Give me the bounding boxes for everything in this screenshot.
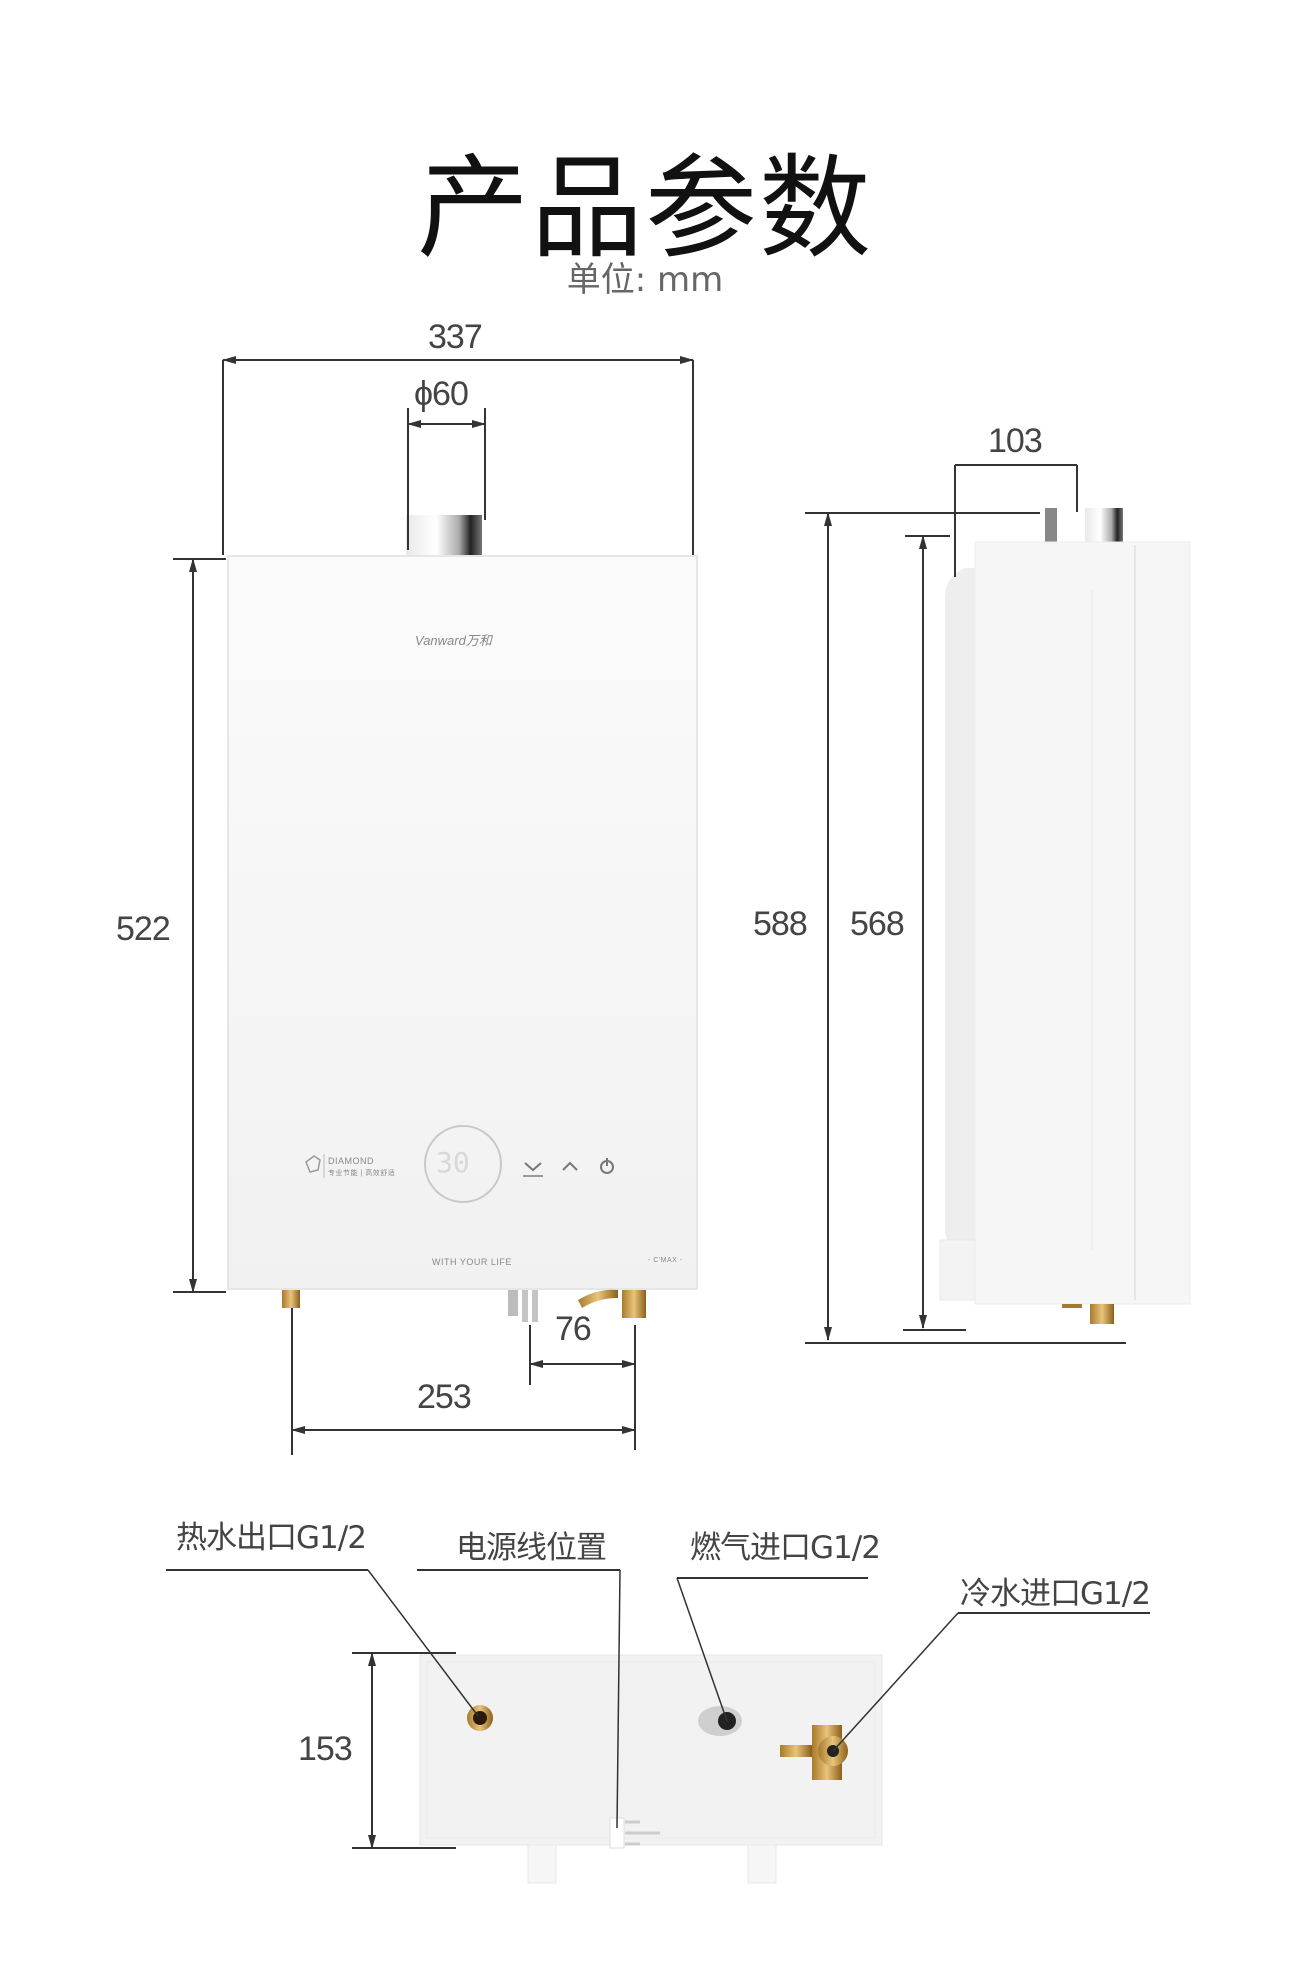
temperature-display: 30 <box>436 1146 470 1179</box>
dim-flue-diameter: ϕ60 <box>414 375 469 413</box>
dim-pipe-span: 253 <box>417 1378 472 1416</box>
slogan: WITH YOUR LIFE <box>432 1257 512 1267</box>
label-cold-inlet: 冷水进口G1/2 <box>960 1576 1151 1612</box>
dim-bottom-depth: 153 <box>298 1730 353 1768</box>
dim-body-height: 568 <box>850 905 905 943</box>
dim-gas-to-cold: 76 <box>555 1310 592 1348</box>
up-button <box>558 1152 582 1176</box>
down-button <box>518 1152 548 1182</box>
label-hot-outlet: 热水出口G1/2 <box>176 1520 367 1556</box>
bottom-view <box>166 1569 1150 1884</box>
dim-height: 522 <box>116 910 171 948</box>
front-view <box>173 356 698 1455</box>
side-view <box>805 464 1191 1344</box>
page-title: 产品参数 <box>417 144 873 274</box>
unit-label: 单位: mm <box>566 260 724 300</box>
brand-logo: Vanward万和 <box>415 633 492 648</box>
series-subtitle: 专业节能 | 高效舒适 <box>328 1170 396 1177</box>
power-button <box>596 1152 620 1176</box>
dim-width: 337 <box>428 318 483 356</box>
series-logo: DIAMOND <box>328 1156 374 1166</box>
label-power-cord: 电源线位置 <box>456 1530 607 1566</box>
label-gas-inlet: 燃气进口G1/2 <box>690 1530 881 1566</box>
model-tag: - C'MAX - <box>648 1257 683 1264</box>
dim-depth-to-flue: 103 <box>988 422 1043 460</box>
dim-total-height: 588 <box>753 905 808 943</box>
